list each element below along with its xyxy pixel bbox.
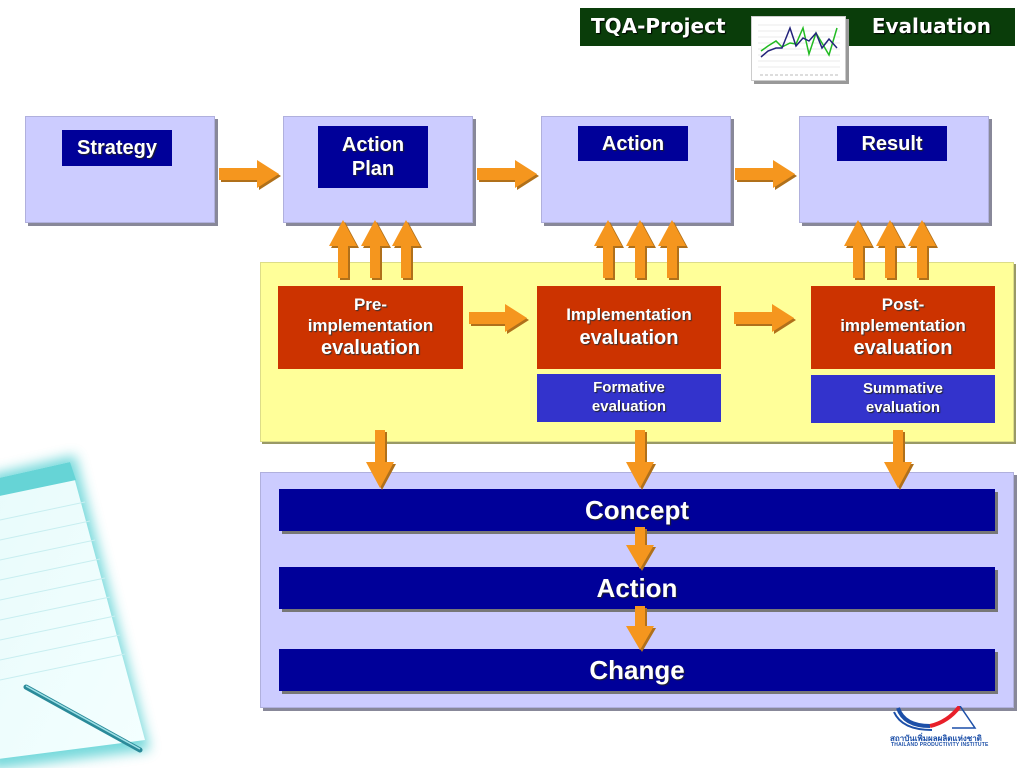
post-implementation-evaluation-box: Post- implementation evaluation xyxy=(811,286,995,369)
arrow-right-icon xyxy=(734,304,796,334)
arrow-up-icon xyxy=(392,220,422,280)
arrow-right-icon xyxy=(477,160,539,190)
arrow-up-icon xyxy=(594,220,624,280)
pre-eval-line1: Pre- xyxy=(353,295,388,315)
arrow-right-icon xyxy=(735,160,797,190)
title-tqa-project: TQA-Project xyxy=(591,14,726,38)
formative-line2: evaluation xyxy=(591,398,667,415)
arrow-up-icon xyxy=(844,220,874,280)
summative-line2: evaluation xyxy=(865,399,941,416)
title-evaluation: Evaluation xyxy=(871,14,991,38)
strategy-label: Strategy xyxy=(62,130,172,166)
action-plan-line1: Action xyxy=(341,134,405,156)
arrow-down-icon xyxy=(884,430,914,490)
impl-eval-line2: evaluation xyxy=(579,326,679,349)
post-eval-line2: implementation xyxy=(840,315,966,335)
arrow-up-icon xyxy=(626,220,656,280)
implementation-evaluation-box: Implementation evaluation xyxy=(537,286,721,369)
result-label: Result xyxy=(837,126,947,161)
arrow-down-icon xyxy=(626,430,656,490)
notepad-pen-decoration xyxy=(0,455,150,768)
summative-evaluation-box: Summative evaluation xyxy=(811,375,995,423)
formative-line1: Formative xyxy=(593,379,665,397)
tpi-logo-english-text: THAILAND PRODUCTIVITY INSTITUTE xyxy=(891,742,989,748)
action-label: Action xyxy=(578,126,688,161)
post-eval-line3: evaluation xyxy=(853,336,953,359)
change-bar: Change xyxy=(279,649,995,691)
arrow-down-icon xyxy=(626,606,656,652)
impl-eval-line1: Implementation xyxy=(566,305,692,325)
arrow-right-icon xyxy=(469,304,529,334)
arrow-down-icon xyxy=(626,527,656,571)
concept-bar: Concept xyxy=(279,489,995,531)
post-eval-line1: Post- xyxy=(881,295,925,315)
tpi-logo-mark-icon xyxy=(893,706,977,731)
pre-eval-line3: evaluation xyxy=(321,336,420,359)
tpi-logo-thai-text: สถาบันเพิ่มผลผลิตแห่งชาติ xyxy=(890,734,982,743)
summative-line1: Summative xyxy=(862,380,944,398)
action-plan-line2: Plan xyxy=(351,158,395,180)
action-plan-label: Action Plan xyxy=(318,126,428,188)
arrow-right-icon xyxy=(219,160,281,190)
arrow-up-icon xyxy=(361,220,391,280)
arrow-up-icon xyxy=(876,220,906,280)
arrow-up-icon xyxy=(329,220,359,280)
line-chart-thumbnail-icon xyxy=(751,16,846,81)
arrow-up-icon xyxy=(658,220,688,280)
arrow-down-icon xyxy=(366,430,396,490)
pre-implementation-evaluation-box: Pre- implementation evaluation xyxy=(278,286,463,369)
pre-eval-line2: implementation xyxy=(307,315,434,335)
arrow-up-icon xyxy=(908,220,938,280)
formative-evaluation-box: Formative evaluation xyxy=(537,374,721,422)
tpi-logo: สถาบันเพิ่มผลผลิตแห่งชาติ THAILAND PRODU… xyxy=(890,706,995,750)
action-bar: Action xyxy=(279,567,995,609)
